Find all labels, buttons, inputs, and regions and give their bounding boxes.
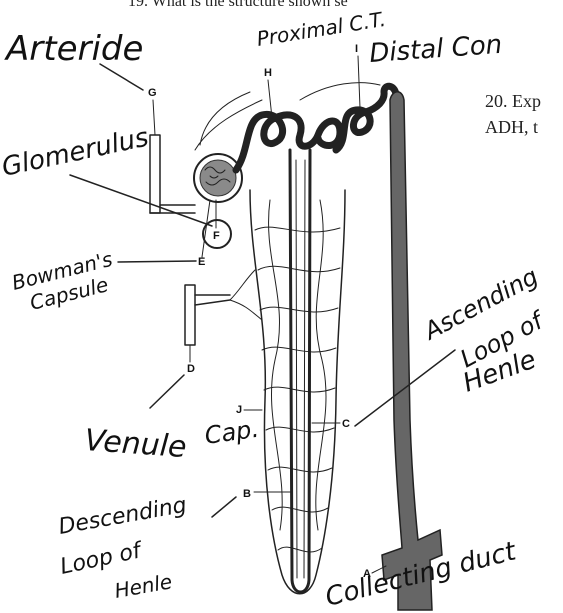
glomerulus-shape xyxy=(200,160,236,196)
hand-arteriole: Arteride xyxy=(4,29,143,69)
peritubular-capillaries xyxy=(250,190,345,594)
label-c: C xyxy=(342,418,350,430)
label-h: H xyxy=(264,67,272,79)
question-19-text: 19. What is the structure shown se xyxy=(128,0,348,10)
label-j: J xyxy=(236,404,242,416)
label-g: G xyxy=(148,87,157,99)
hand-proximal: Proximal C.T. xyxy=(255,7,387,51)
venule-vessel xyxy=(185,285,195,345)
distal-tubule xyxy=(336,86,396,150)
question-20-line2: ADH, t xyxy=(485,117,538,137)
hand-cap: Cap. xyxy=(203,415,261,450)
hand-descending-1: Descending xyxy=(57,493,189,540)
label-e: E xyxy=(198,256,205,268)
label-b: B xyxy=(243,488,251,500)
hand-descending-3: Henle xyxy=(113,569,174,603)
label-d: D xyxy=(187,363,195,375)
hand-glomerulus: Glomerulus xyxy=(0,123,151,183)
afferent-arteriole xyxy=(150,135,160,213)
question-20-line1: 20. Exp xyxy=(485,91,541,111)
proximal-tubule xyxy=(236,114,340,170)
collecting-duct-shape xyxy=(382,92,442,610)
label-f: F xyxy=(213,230,220,242)
hand-venule: Venule xyxy=(83,423,187,465)
hand-distal: Distal Con xyxy=(368,30,503,69)
hand-descending-2: Loop of xyxy=(58,538,146,580)
nephron-illustration xyxy=(150,83,442,610)
loop-of-henle xyxy=(290,150,310,592)
label-i: I xyxy=(355,43,358,55)
handwritten-annotations: Arteride Proximal C.T. Distal Con Glomer… xyxy=(0,7,550,613)
